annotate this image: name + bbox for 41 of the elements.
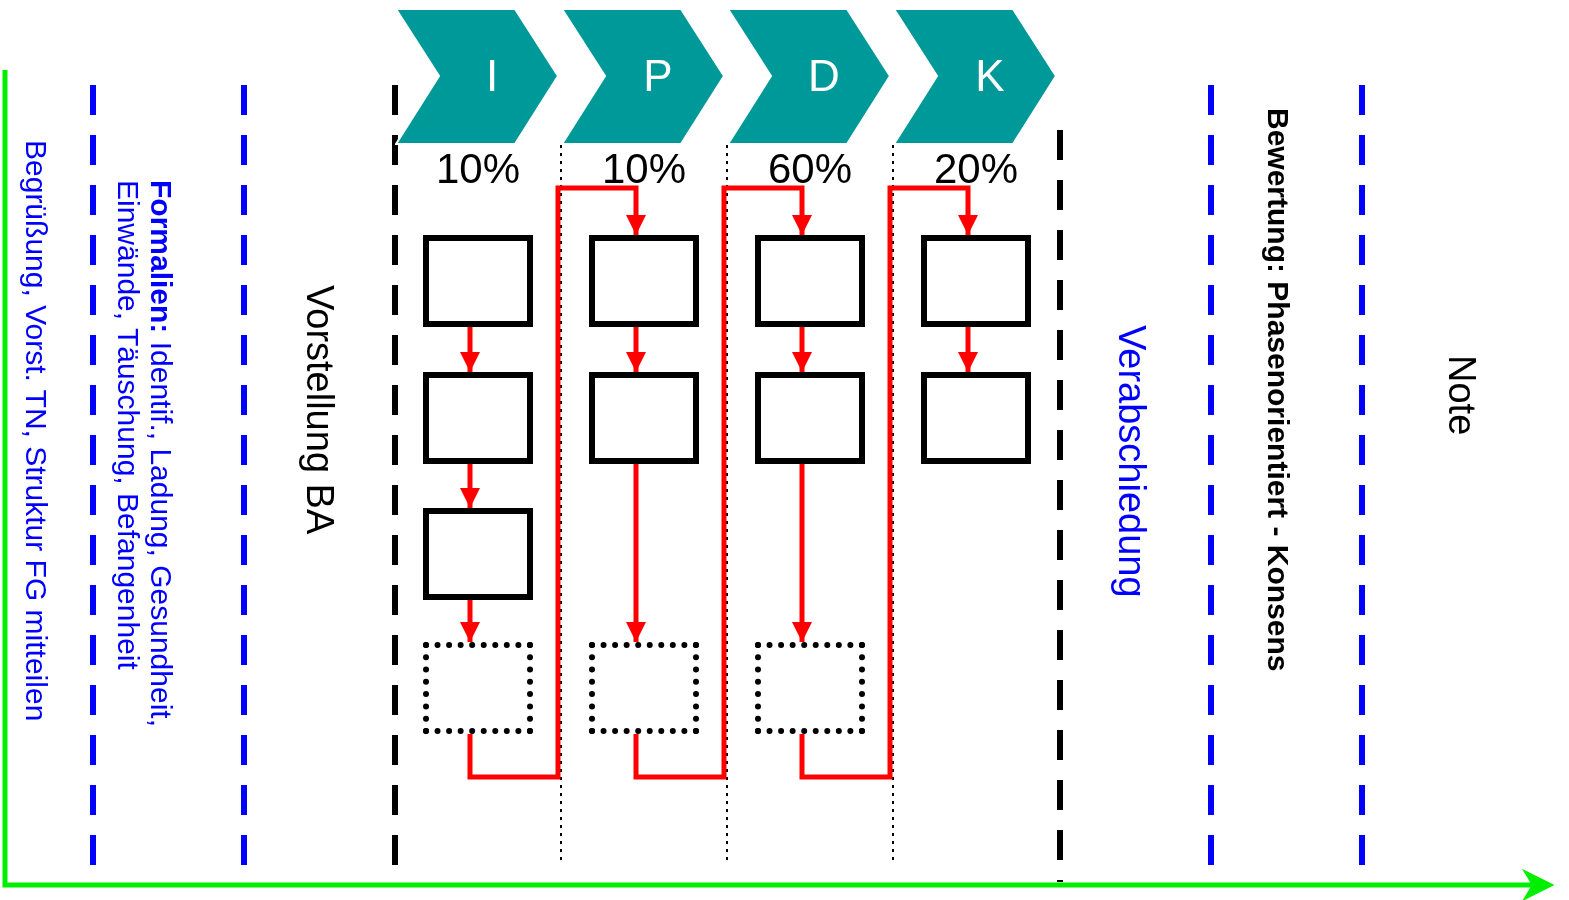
step-box — [423, 372, 533, 464]
step-box — [589, 235, 699, 327]
arrow — [460, 327, 480, 372]
phase-banner — [395, 8, 560, 145]
percentage-label: 20% — [932, 145, 1020, 193]
phase-banner — [893, 8, 1058, 145]
step-box — [423, 508, 533, 600]
phase-description: Formalien: Identif., Ladung, Gesundheit, Einwände, Täuschung, Befangenheit — [112, 180, 178, 729]
arrow — [799, 185, 978, 780]
step-box — [589, 372, 699, 464]
percentage-label: 10% — [600, 145, 688, 193]
arrow — [792, 464, 812, 642]
step-box — [921, 372, 1031, 464]
step-box — [423, 235, 533, 327]
phase-description: Bewertung: Phasenorientiert - Konsens — [1262, 108, 1295, 674]
arrow — [626, 464, 646, 642]
step-box — [921, 235, 1031, 327]
arrow — [626, 327, 646, 372]
phase-letter: P — [642, 51, 674, 101]
arrow — [958, 327, 978, 372]
optional-step-box — [423, 642, 533, 734]
percentage-label: 60% — [766, 145, 854, 193]
optional-step-box — [589, 642, 699, 734]
arrow — [460, 464, 480, 508]
percentage-label: 10% — [434, 145, 522, 193]
arrow — [460, 600, 480, 642]
step-box — [755, 372, 865, 464]
arrow — [792, 327, 812, 372]
phase-description: Verabschiedung — [1110, 325, 1152, 600]
arrow — [467, 185, 646, 780]
grade-label: Note — [1440, 355, 1482, 438]
arrow — [633, 185, 812, 780]
optional-step-box — [755, 642, 865, 734]
phase-banner — [561, 8, 726, 145]
phase-letter: K — [974, 51, 1006, 101]
step-box — [755, 235, 865, 327]
phase-letter: I — [484, 51, 500, 101]
phase-letter: D — [807, 51, 841, 101]
phase-banner — [727, 8, 892, 145]
phase-description: Begrüßung, Vorst. TN, Struktur FG mitteilen — [20, 140, 53, 724]
phase-description: Vorstellung BA — [298, 285, 340, 537]
